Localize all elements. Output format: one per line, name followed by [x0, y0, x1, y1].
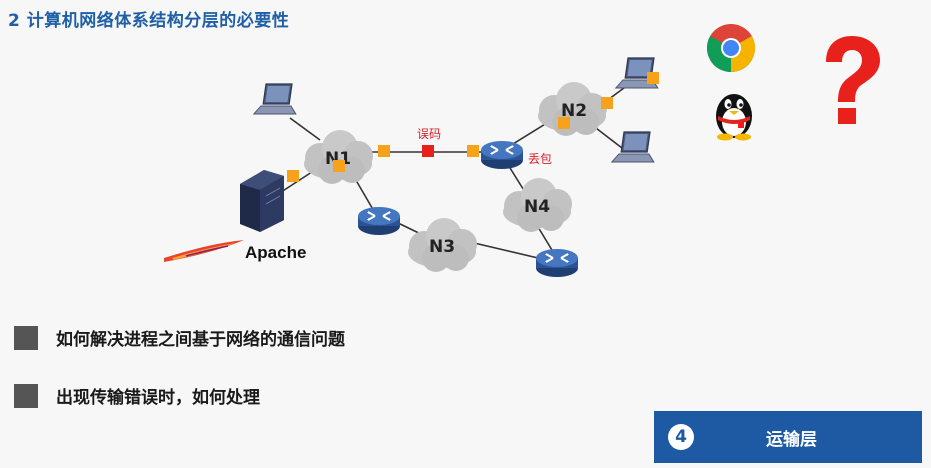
- cloud-n1: N1: [304, 130, 373, 184]
- bullet-square-icon: [14, 383, 38, 408]
- bullet-square-icon: [14, 325, 38, 350]
- packet-ok: [378, 145, 390, 157]
- packet-markers: [287, 72, 659, 182]
- apache-label: Apache: [245, 243, 306, 262]
- packet-ok: [601, 97, 613, 109]
- cloud-n4: N4: [503, 178, 572, 232]
- error-label: 误码: [417, 127, 441, 141]
- cloud-n3: N3: [408, 218, 477, 272]
- packet-error: [422, 145, 434, 157]
- layer-label: 运输层: [766, 429, 817, 450]
- laptop-icon: [253, 83, 301, 115]
- server-icon: [240, 170, 284, 232]
- cloud-label-n2: N2: [561, 101, 587, 121]
- bullet-item: 出现传输错误时，如何处理: [14, 383, 260, 408]
- router-icon: [535, 248, 579, 278]
- packet-ok: [558, 117, 570, 129]
- slide-title: 2 计算机网络体系结构分层的必要性: [8, 11, 290, 31]
- bullet-text: 如何解决进程之间基于网络的通信问题: [56, 330, 345, 350]
- cloud-n2: N2: [538, 82, 607, 136]
- layer-number-badge: 4: [668, 424, 694, 450]
- qq-penguin-icon: [716, 94, 752, 141]
- packet-ok: [467, 145, 479, 157]
- router-icon: [480, 140, 524, 170]
- bullet-text: 出现传输错误时，如何处理: [56, 388, 260, 408]
- router-icon: [357, 206, 401, 236]
- chrome-icon: [706, 24, 756, 73]
- laptop-icon: [611, 131, 659, 163]
- apache-feather-icon: [164, 240, 244, 262]
- loss-label: 丢包: [528, 152, 552, 166]
- cloud-label-n3: N3: [429, 237, 455, 257]
- cloud-label-n4: N4: [524, 197, 550, 217]
- question-mark-icon: [826, 36, 880, 124]
- transport-layer-box: 4 运输层: [654, 411, 922, 463]
- packet-ok: [287, 170, 299, 182]
- bullet-item: 如何解决进程之间基于网络的通信问题: [14, 325, 345, 350]
- packet-ok: [333, 160, 345, 172]
- packet-ok: [647, 72, 659, 84]
